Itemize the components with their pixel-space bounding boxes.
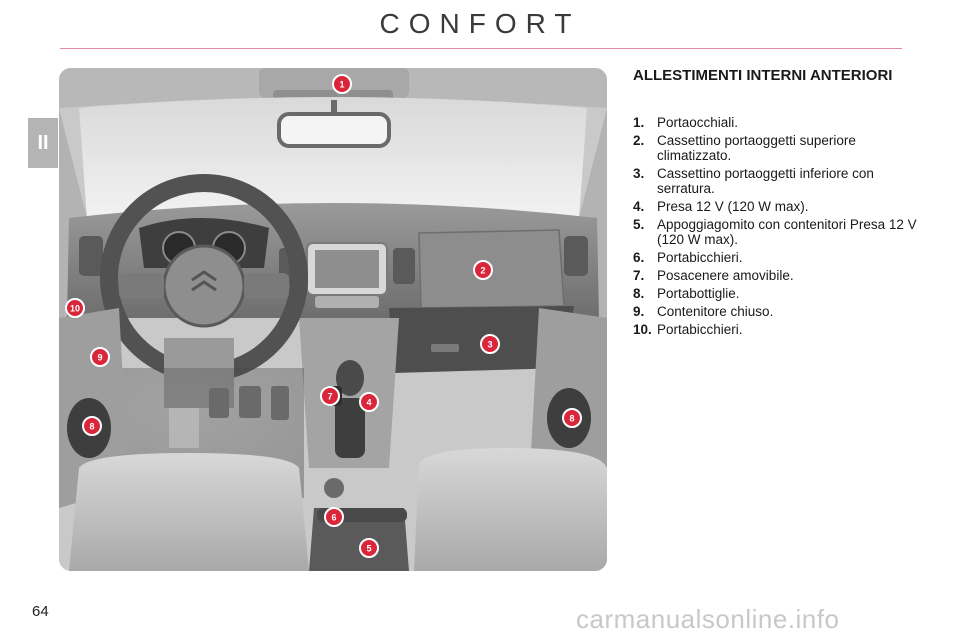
item-text: Presa 12 V (120 W max). <box>657 199 809 214</box>
list-item: 10. Portabicchieri. <box>633 322 923 337</box>
item-number: 8. <box>633 286 645 301</box>
item-number: 2. <box>633 133 645 148</box>
item-text: Portabottiglie. <box>657 286 740 301</box>
svg-text:6: 6 <box>331 513 336 523</box>
svg-text:5: 5 <box>366 544 371 554</box>
page-number: 64 <box>32 603 49 620</box>
svg-text:8: 8 <box>89 422 94 432</box>
item-text: Portabicchieri. <box>657 250 743 265</box>
svg-text:10: 10 <box>70 304 80 314</box>
interior-illustration: 1 2 3 4 5 6 7 8 <box>59 68 607 571</box>
list-item: 8. Portabottiglie. <box>633 286 923 301</box>
item-number: 7. <box>633 268 645 283</box>
item-number: 3. <box>633 166 645 181</box>
svg-text:4: 4 <box>366 398 371 408</box>
callout-3: 3 <box>480 334 500 354</box>
svg-text:9: 9 <box>97 353 102 363</box>
item-number: 1. <box>633 115 645 130</box>
svg-text:2: 2 <box>480 266 485 276</box>
equipment-list: 1. Portaocchiali. 2. Cassettino portaogg… <box>633 115 923 340</box>
svg-text:7: 7 <box>327 392 332 402</box>
title-divider <box>60 48 902 49</box>
list-item: 4. Presa 12 V (120 W max). <box>633 199 923 214</box>
callout-8-right: 8 <box>562 408 582 428</box>
svg-text:1: 1 <box>339 80 344 90</box>
callout-4: 4 <box>359 392 379 412</box>
item-text: Appoggiagomito con contenitori Presa 12 … <box>657 217 917 247</box>
item-text: Portaocchiali. <box>657 115 739 130</box>
item-number: 9. <box>633 304 645 319</box>
list-item: 6. Portabicchieri. <box>633 250 923 265</box>
callout-1: 1 <box>332 74 352 94</box>
watermark: carmanualsonline.info <box>576 604 840 634</box>
callout-7: 7 <box>320 386 340 406</box>
callout-6: 6 <box>324 507 344 527</box>
list-item: 7. Posacenere amovibile. <box>633 268 923 283</box>
section-heading: ALLESTIMENTI INTERNI ANTERIORI <box>633 67 893 84</box>
item-number: 6. <box>633 250 645 265</box>
item-text: Posacenere amovibile. <box>657 268 794 283</box>
page-title: CONFORT <box>379 8 581 39</box>
item-text: Cassettino portaoggetti superiore climat… <box>657 133 856 163</box>
list-item: 9. Contenitore chiuso. <box>633 304 923 319</box>
item-text: Cassettino portaoggetti inferiore con se… <box>657 166 874 196</box>
chapter-tab-label: II <box>37 131 49 154</box>
chapter-tab: II <box>28 118 58 168</box>
svg-text:8: 8 <box>569 414 574 424</box>
list-item: 3. Cassettino portaoggetti inferiore con… <box>633 166 923 196</box>
svg-text:3: 3 <box>487 340 492 350</box>
callout-8-left: 8 <box>82 416 102 436</box>
item-number: 5. <box>633 217 645 232</box>
item-number: 4. <box>633 199 645 214</box>
list-item: 2. Cassettino portaoggetti superiore cli… <box>633 133 923 163</box>
item-text: Contenitore chiuso. <box>657 304 774 319</box>
list-item: 1. Portaocchiali. <box>633 115 923 130</box>
callout-2: 2 <box>473 260 493 280</box>
list-item: 5. Appoggiagomito con contenitori Presa … <box>633 217 923 247</box>
item-text: Portabicchieri. <box>657 322 743 337</box>
callout-9: 9 <box>90 347 110 367</box>
item-number: 10. <box>633 322 652 337</box>
callout-5: 5 <box>359 538 379 558</box>
callout-10: 10 <box>65 298 85 318</box>
